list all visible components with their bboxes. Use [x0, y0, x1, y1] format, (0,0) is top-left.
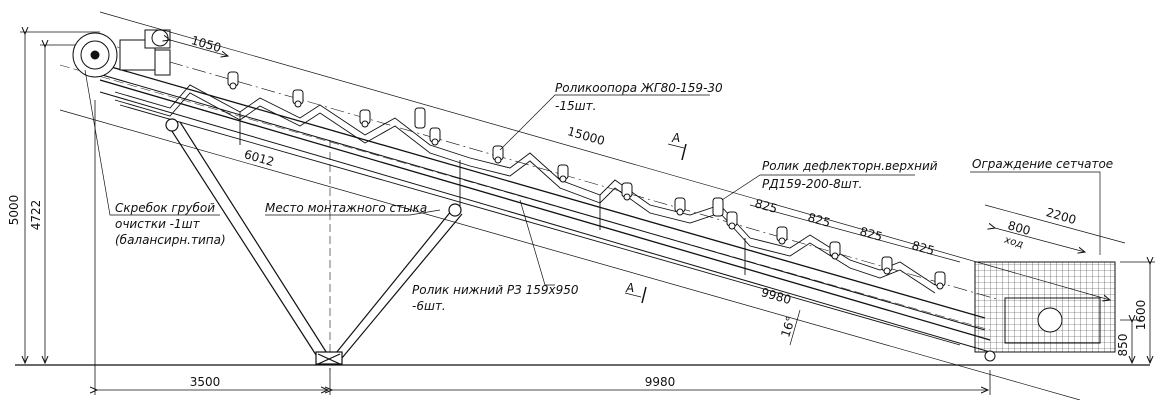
base-dimensions — [95, 100, 991, 395]
dim-height-1600: 1600 — [1134, 300, 1148, 331]
dim-825-d: 825 — [910, 238, 936, 258]
leader-lines — [84, 69, 1101, 286]
dim-15000: 15000 — [566, 124, 607, 148]
dim-base-3500: 3500 — [190, 375, 221, 389]
dim-height-5000: 5000 — [7, 195, 21, 226]
dim-825-a: 825 — [753, 196, 779, 216]
section-a-bottom: А — [625, 281, 634, 295]
label-idler-support-2: -15шт. — [555, 99, 596, 113]
dim-9980-incline: 9980 — [759, 285, 792, 307]
dim-base-9980: 9980 — [645, 375, 676, 389]
dim-height-4722: 4722 — [29, 200, 43, 231]
label-scraper-3: (балансирн.типа) — [115, 233, 226, 247]
section-a-top: А — [671, 131, 680, 145]
dim-angle: 16° — [778, 314, 798, 339]
section-marks — [624, 143, 687, 304]
tail-guard — [974, 261, 1116, 362]
dim-height-850: 850 — [1116, 334, 1130, 357]
support-legs — [165, 118, 463, 365]
label-deflector-1: Ролик дефлекторн.верхний — [762, 159, 938, 173]
conveyor-belt-lines — [59, 41, 1001, 353]
label-lower-roller-2: -6шт. — [412, 299, 446, 313]
dim-stroke-word: ход — [1002, 234, 1024, 250]
dim-825-b: 825 — [806, 210, 832, 230]
truss-web — [114, 84, 961, 370]
label-idler-support-1: Роликоопора ЖГ80-159-30 — [555, 81, 723, 95]
dim-2200: 2200 — [1044, 205, 1077, 227]
sloped-dimensions — [59, 11, 1126, 400]
height-dimensions-right — [1120, 262, 1155, 363]
dim-825-c: 825 — [858, 224, 884, 244]
dim-800: 800 — [1006, 218, 1032, 238]
label-scraper-2: очистки -1шт — [115, 217, 201, 231]
label-deflector-2: РД159-200-8шт. — [762, 177, 863, 191]
dim-1050: 1050 — [189, 33, 222, 55]
dim-6012: 6012 — [242, 147, 275, 169]
label-lower-roller-1: Ролик нижний РЗ 159х950 — [412, 283, 579, 297]
idler-rollers — [227, 71, 946, 290]
label-scraper-1: Скребок грубой — [115, 201, 215, 215]
label-guard: Ограждение сетчатое — [972, 157, 1113, 171]
label-joint: Место монтажного стыка — [265, 201, 427, 215]
height-dimensions-left — [20, 32, 100, 363]
head-drive — [72, 29, 171, 78]
